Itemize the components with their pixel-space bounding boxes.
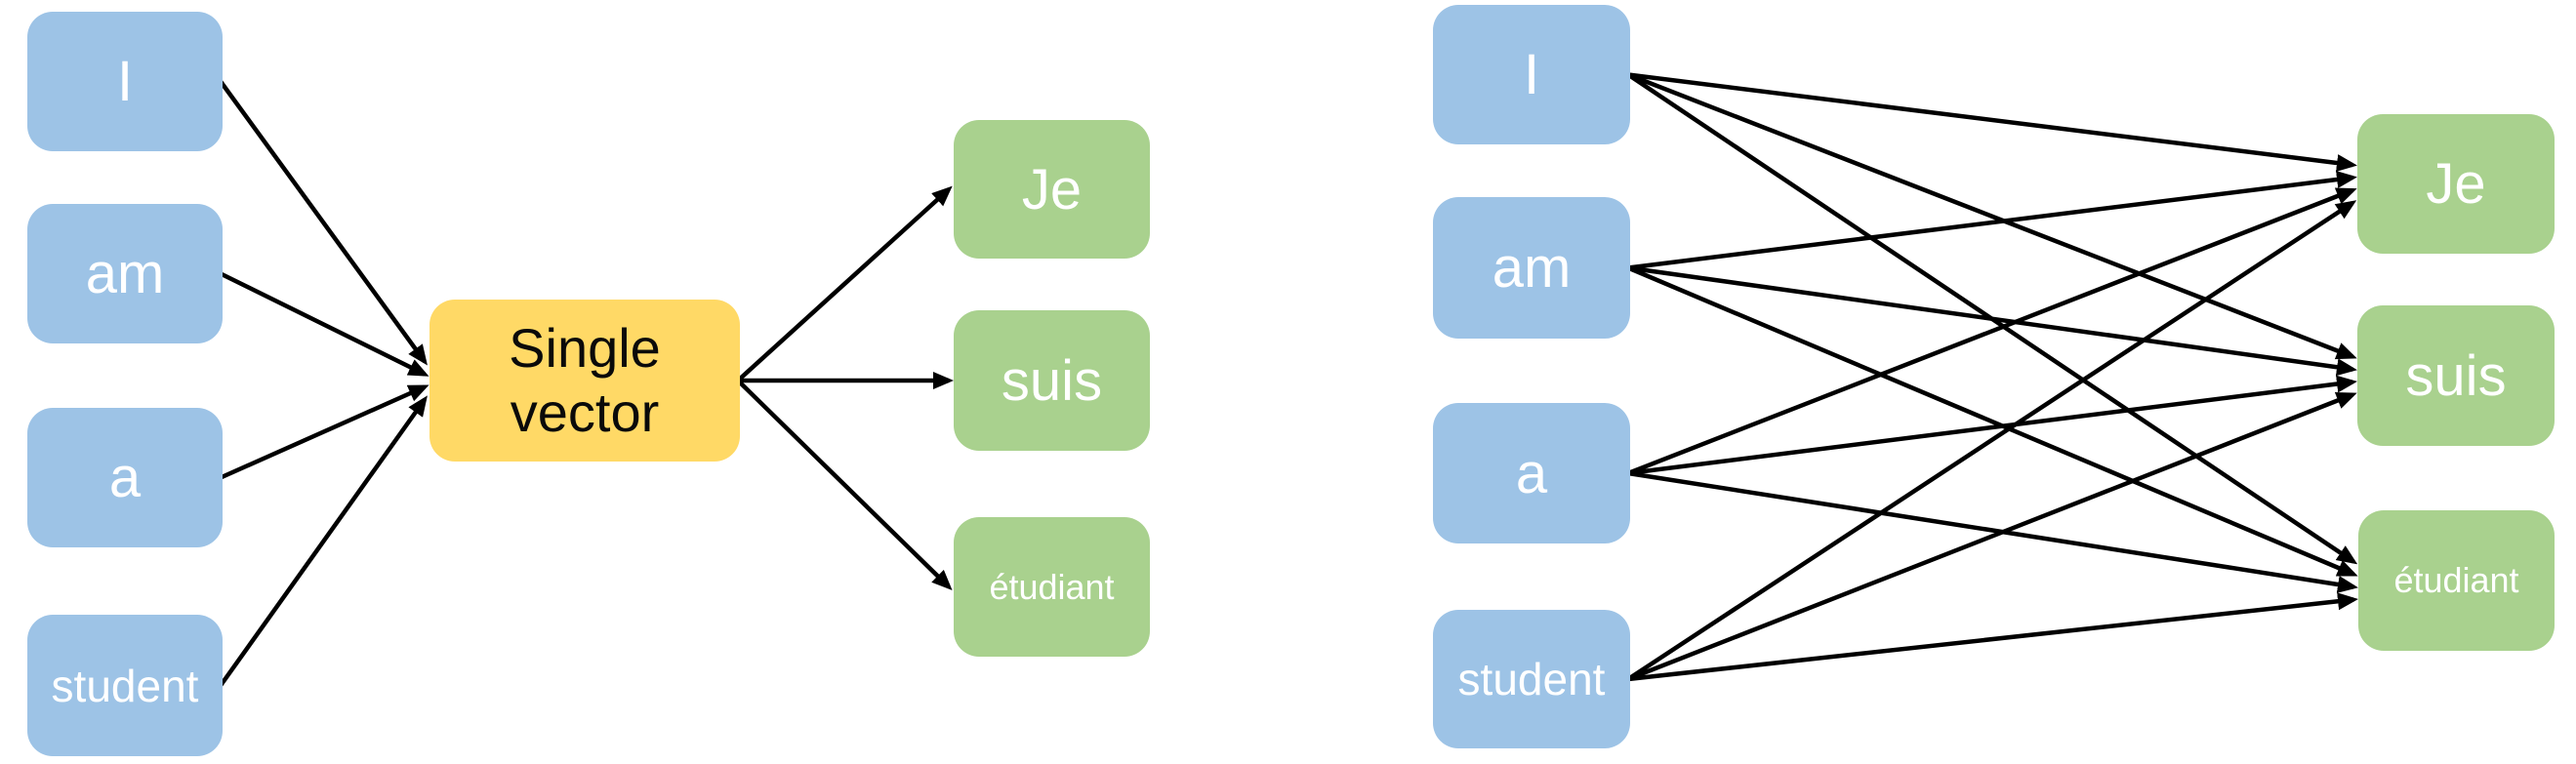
word-label: am <box>85 242 165 305</box>
word-box-student: student <box>27 615 223 756</box>
word-label: Je <box>2426 152 2486 216</box>
word-box-a: a <box>1433 403 1630 543</box>
word-box-am: am <box>27 204 223 343</box>
word-label: I <box>1523 43 1540 106</box>
word-box-student: student <box>1433 610 1630 748</box>
word-box-suis: suis <box>954 310 1150 451</box>
word-label: étudiant <box>989 566 1115 607</box>
single-vector-box: Single vector <box>429 300 740 462</box>
word-box-i: I <box>1433 5 1630 144</box>
single-vector-label: Single vector <box>509 316 661 443</box>
word-box-am: am <box>1433 197 1630 339</box>
word-label: a <box>108 446 142 509</box>
word-box-a: a <box>27 408 223 547</box>
word-box-je: Je <box>954 120 1150 259</box>
word-label: suis <box>2405 343 2507 408</box>
word-box-etudiant: étudiant <box>2358 510 2555 651</box>
word-box-i: I <box>27 12 223 151</box>
word-label: student <box>51 660 199 711</box>
word-box-etudiant: étudiant <box>954 517 1150 657</box>
word-label: Je <box>1021 157 1083 221</box>
word-label: am <box>1492 236 1572 300</box>
word-label: a <box>1515 441 1548 505</box>
word-box-suis: suis <box>2357 305 2555 446</box>
word-box-je: Je <box>2357 114 2555 254</box>
word-label: I <box>116 50 134 113</box>
word-label: étudiant <box>2393 560 2519 600</box>
word-label: suis <box>1001 348 1103 413</box>
word-label: student <box>1457 654 1606 704</box>
